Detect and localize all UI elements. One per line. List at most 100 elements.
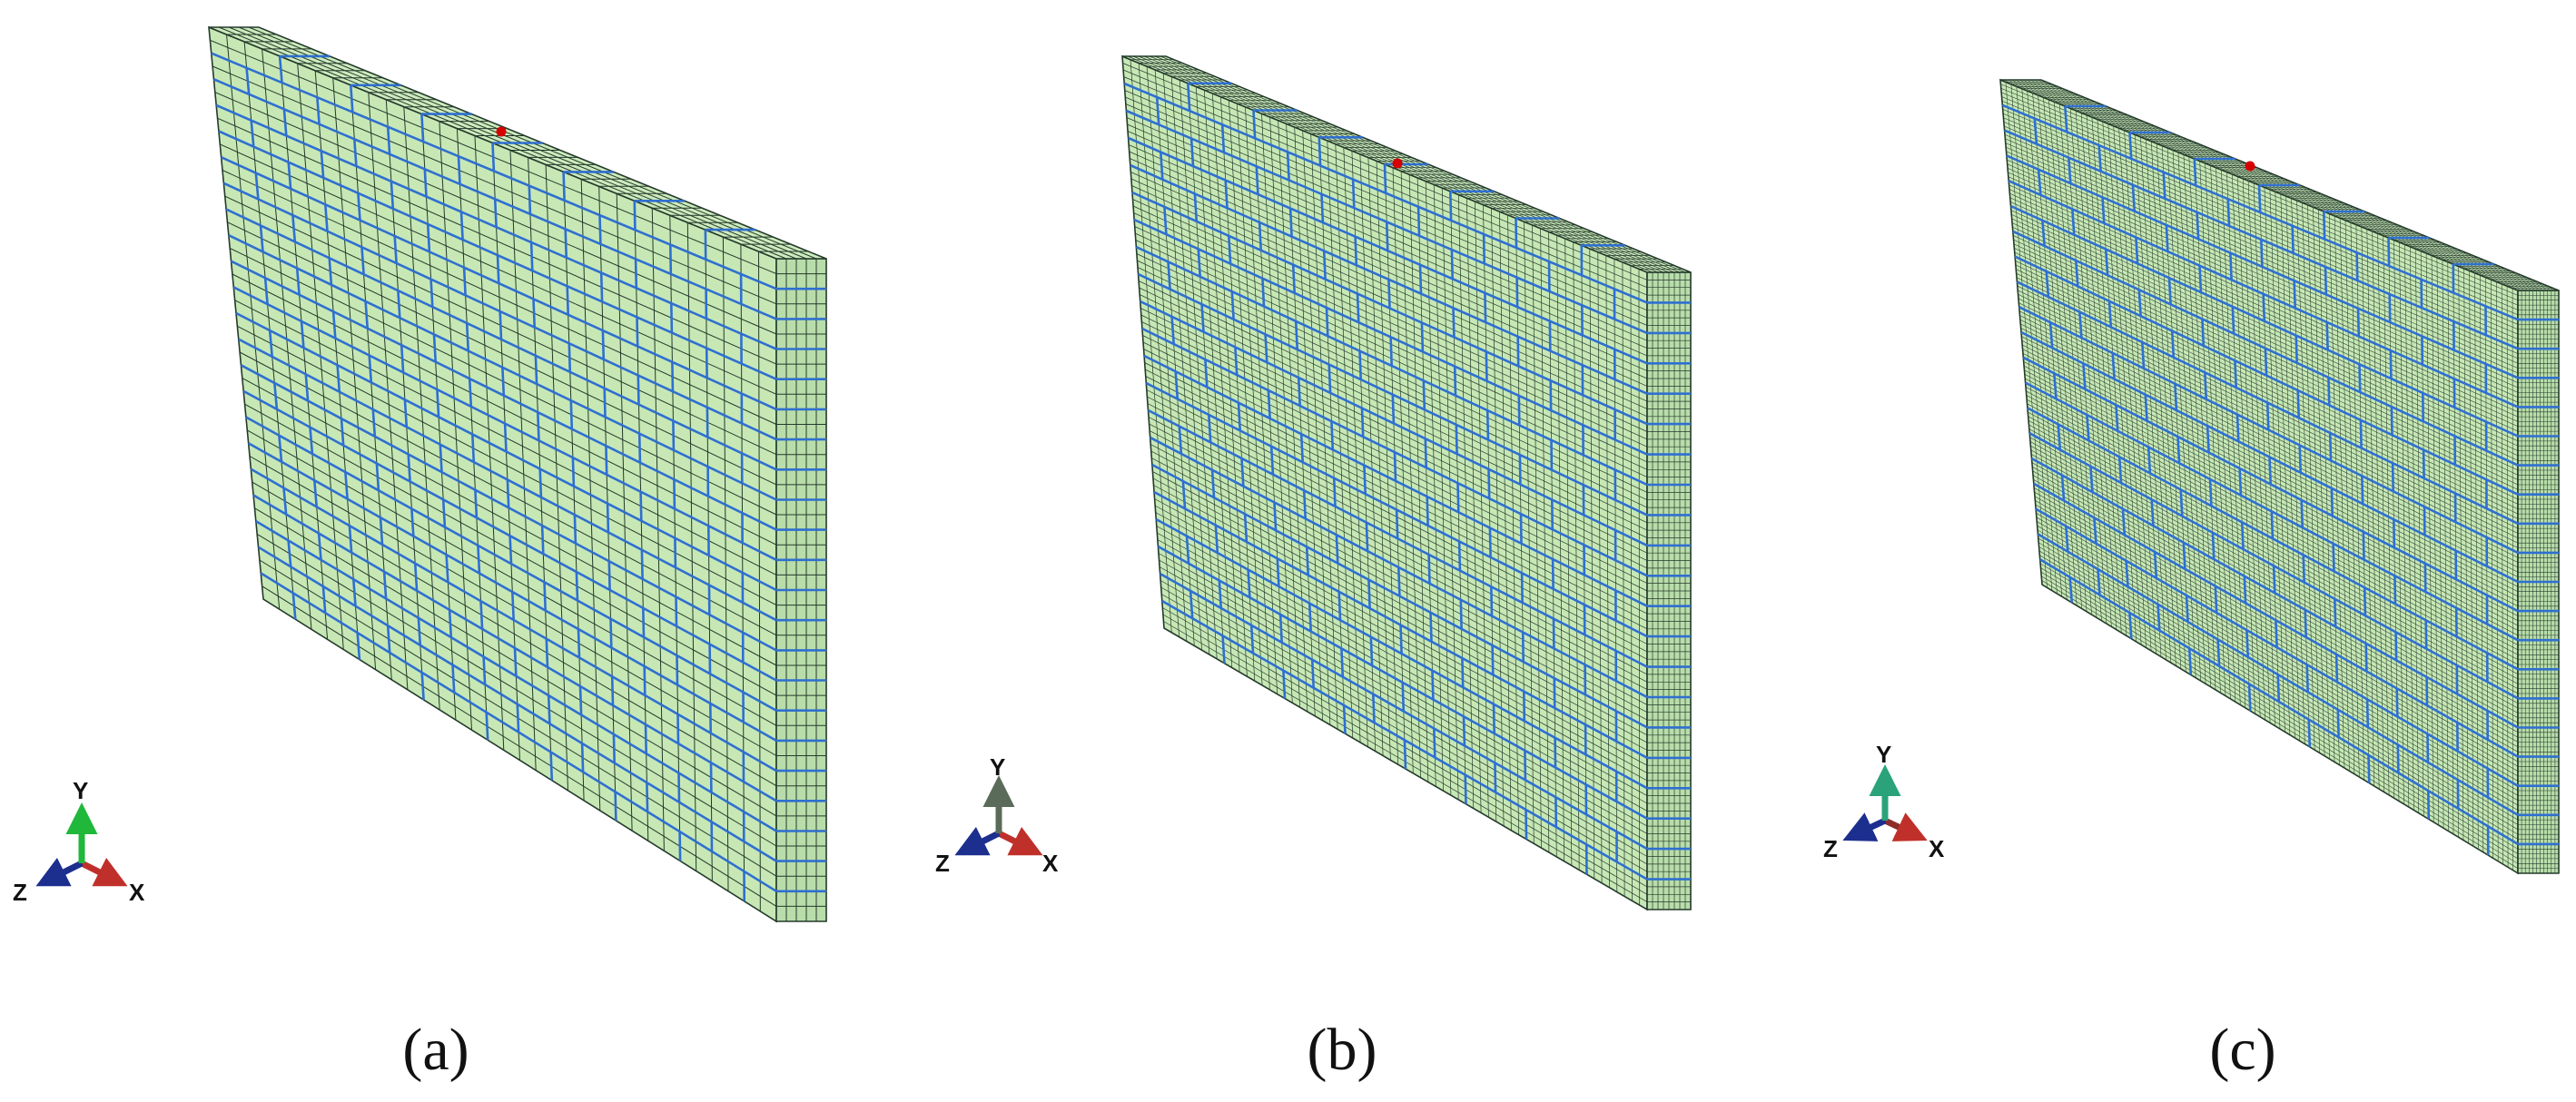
mesh-line [2117,178,2119,205]
mesh-line [1367,157,1370,187]
mesh-line [1327,140,1329,170]
mortar-head-joint [1482,233,1485,264]
mesh-line [1167,472,1170,501]
mesh-line [1207,145,1210,173]
mesh-line [1241,187,1244,216]
mesh-line [2260,478,2262,507]
mortar-head-joint [356,633,361,660]
mesh-line [1318,635,1320,664]
mesh-line [2206,398,2208,427]
mesh-line [1441,187,1444,218]
mesh-line [1357,685,1360,714]
mesh-line [2136,161,2139,188]
mesh-line [1146,172,1150,201]
mortar-bed-joint [1130,163,1648,395]
mortar-head-joint [1286,152,1290,181]
mesh-line [589,466,591,496]
mesh-line [2083,438,2087,464]
mesh-line [2148,370,2151,398]
mesh-line [2371,453,2374,481]
mesh-line [2102,497,2105,524]
mesh-line [2220,274,2223,302]
mesh-line [2047,148,2050,174]
mesh-line [468,350,470,379]
mesh-line [2107,199,2110,226]
mesh-line [1347,624,1350,654]
mesh-line [2416,671,2418,700]
mesh-line [1468,285,1470,316]
mesh-line [390,445,394,473]
mesh-line [2042,294,2046,320]
mesh-line [2192,521,2195,548]
mesh-line [2393,240,2395,269]
mesh-line [2275,353,2277,381]
mortar-head-joint [400,345,405,373]
mesh-line [2112,428,2115,455]
mortar-head-joint [1520,573,1524,603]
mesh-line [2167,251,2170,279]
mesh-line [2213,219,2215,246]
mesh-line [1314,219,1317,248]
mesh-line [2353,718,2354,747]
mesh-line [2236,519,2239,547]
mesh-line [1186,190,1189,218]
mesh-line [2032,289,2036,315]
mortar-head-joint [1449,191,1453,221]
mesh-line [2372,231,2374,260]
mesh-line [2197,239,2200,266]
mesh-line [1485,700,1487,730]
wall-mesh-b [1121,54,1692,911]
mesh-line [1252,382,1255,411]
mesh-line [2070,332,2074,359]
mesh-line [1177,609,1179,637]
mesh-line [2182,618,2185,646]
mortar-head-joint [599,272,604,302]
mesh-line [590,495,592,524]
mesh-line [2073,506,2077,533]
mesh-line [250,295,254,322]
mesh-line [1369,608,1372,637]
mesh-line [1499,649,1502,679]
mesh-line [2338,574,2341,602]
mesh-line [2200,187,2203,215]
mortar-head-joint [364,300,369,329]
mesh-line [1266,362,1269,391]
mesh-line [2068,231,2071,259]
mesh-line [1379,473,1382,502]
mesh-line [1510,362,1512,392]
mesh-line [2127,259,2129,285]
mesh-line [1337,563,1340,592]
mesh-line [1528,517,1530,548]
mesh-line [2255,237,2257,265]
mesh-line [1275,530,1278,559]
mesh-line [1492,674,1495,704]
mesh-line [1357,322,1360,351]
mesh-line [1238,267,1240,296]
mesh-line [2309,260,2311,288]
mesh-line [2097,119,2099,146]
mortar-head-joint [1210,469,1216,498]
mesh-line [1152,148,1155,176]
mesh-line [2045,320,2048,346]
mesh-line [1448,449,1451,479]
mesh-line [2121,331,2124,359]
mesh-line [1471,402,1473,433]
mesh-line [2094,592,2097,618]
mesh-line [2224,355,2226,383]
mesh-line [2154,373,2157,400]
mesh-line [1245,106,1248,135]
mesh-line [1295,623,1298,652]
mesh-line [2058,376,2062,402]
mesh-line [1148,199,1151,228]
mesh-line [1412,290,1415,320]
mesh-line [1536,551,1538,582]
mesh-line [1130,59,1133,87]
mesh-line [1469,344,1472,374]
mortar-head-joint [1515,277,1519,308]
mesh-line [2261,506,2263,534]
mesh-line [1237,644,1240,673]
mesh-line [2141,162,2144,190]
mesh-line [1289,510,1292,539]
mesh-line [2366,450,2368,479]
mesh-line [2102,272,2105,300]
